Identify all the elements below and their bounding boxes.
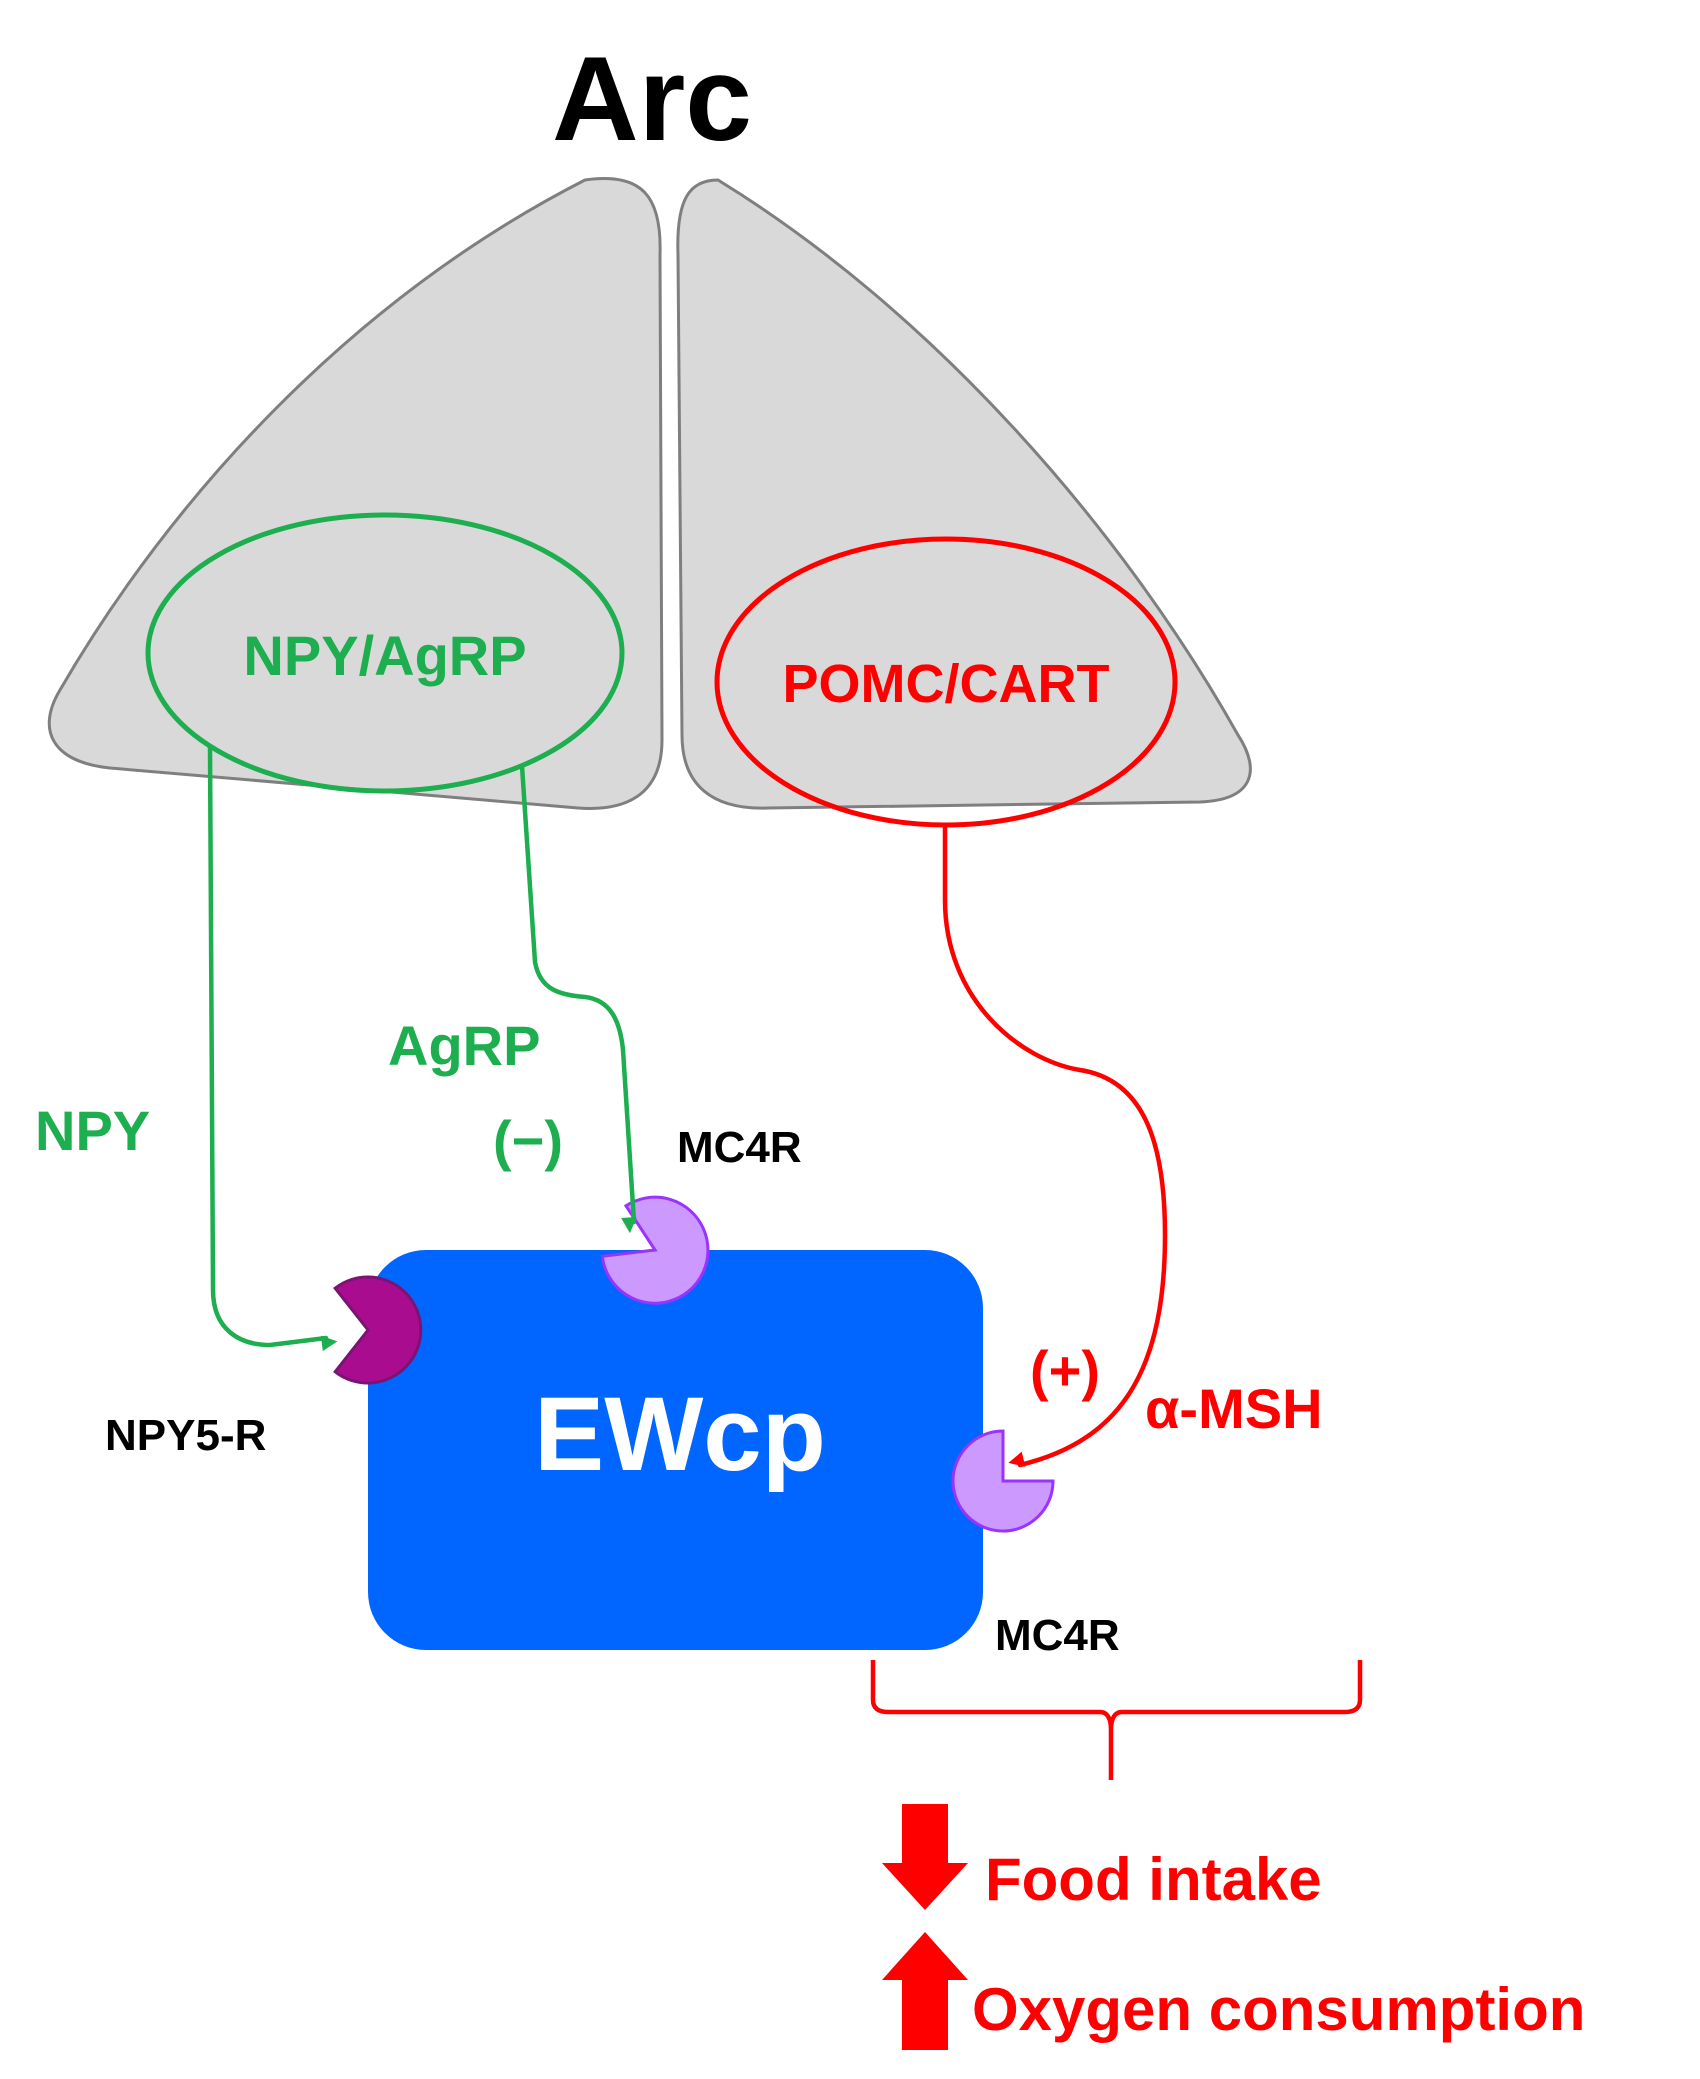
arc-right-lobe xyxy=(676,178,1252,810)
npy5r-label: NPY5-R xyxy=(105,1411,266,1460)
diagram-title: Arc xyxy=(552,32,752,166)
agrp-signal-label: AgRP xyxy=(388,1014,540,1077)
npy-signal-label: NPY xyxy=(35,1099,150,1162)
oxygen-consumption-label: Oxygen consumption xyxy=(972,1976,1585,2043)
pomc-cart-label: POMC/CART xyxy=(783,654,1110,714)
npy-agrp-label: NPY/AgRP xyxy=(243,624,526,687)
food-intake-label: Food intake xyxy=(985,1846,1322,1913)
npy-arrow xyxy=(207,744,338,1352)
mc4r-right-receptor xyxy=(951,1429,1055,1533)
increase-arrow-icon xyxy=(882,1932,968,2050)
npy-agrp-nucleus xyxy=(145,512,625,794)
ewcp-nucleus xyxy=(368,1250,983,1650)
amsh-effect-label: (+) xyxy=(1030,1339,1100,1402)
amsh-arrow xyxy=(942,823,1168,1468)
decrease-arrow-icon xyxy=(882,1804,968,1910)
amsh-signal-label: α-MSH xyxy=(1145,1377,1323,1440)
arc-left-lobe xyxy=(47,177,664,810)
mc4r-right-label: MC4R xyxy=(995,1611,1120,1660)
ewcp-label: EWcp xyxy=(534,1376,826,1493)
agrp-arrow xyxy=(519,763,637,1234)
outcome-bracket xyxy=(870,1660,1363,1780)
mc4r-top-label: MC4R xyxy=(677,1123,802,1172)
agrp-effect-label: (−) xyxy=(493,1109,563,1172)
mc4r-top-receptor xyxy=(600,1195,710,1305)
npy5r-receptor xyxy=(333,1275,423,1385)
